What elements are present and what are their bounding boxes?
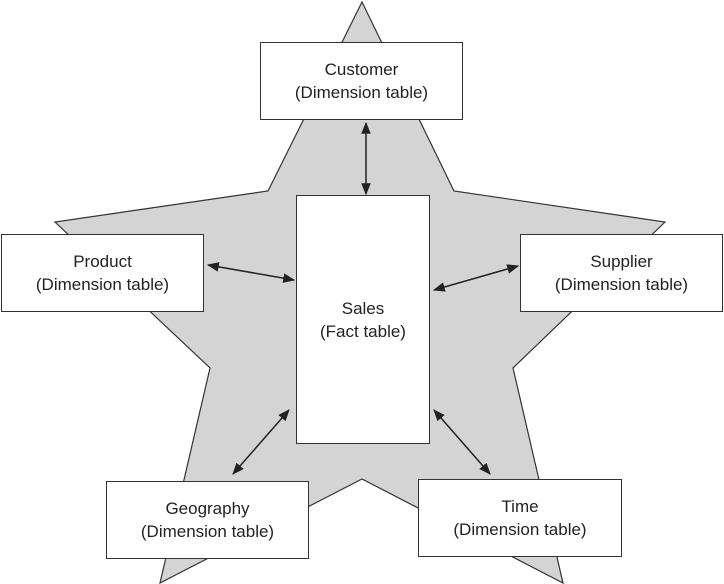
geography-box-type: (Dimension table)	[140, 522, 275, 541]
supplier-box-name: Supplier	[590, 252, 653, 271]
supplier-dimension-box: Supplier (Dimension table)	[520, 234, 723, 312]
arrow-sales-geography	[232, 409, 290, 475]
customer-box-name: Customer	[324, 60, 399, 79]
customer-box-type: (Dimension table)	[294, 83, 429, 102]
arrow-sales-product	[206, 262, 296, 283]
product-box-name: Product	[73, 252, 132, 271]
customer-dimension-box: Customer (Dimension table)	[260, 42, 463, 120]
sales-fact-box: Sales (Fact table)	[296, 195, 430, 444]
sales-box-name: Sales	[341, 298, 385, 318]
supplier-box-type: (Dimension table)	[554, 275, 689, 294]
geography-box-name: Geography	[165, 499, 250, 518]
product-box-type: (Dimension table)	[35, 275, 170, 294]
time-box-name: Time	[501, 497, 539, 516]
time-box-type: (Dimension table)	[453, 520, 587, 539]
time-dimension-box: Time (Dimension table)	[418, 479, 622, 557]
geography-dimension-box: Geography (Dimension table)	[106, 481, 309, 559]
product-dimension-box: Product (Dimension table)	[1, 234, 204, 312]
arrow-sales-supplier	[432, 264, 520, 292]
sales-box-type: (Fact table)	[320, 321, 406, 341]
arrow-sales-time	[433, 409, 491, 475]
